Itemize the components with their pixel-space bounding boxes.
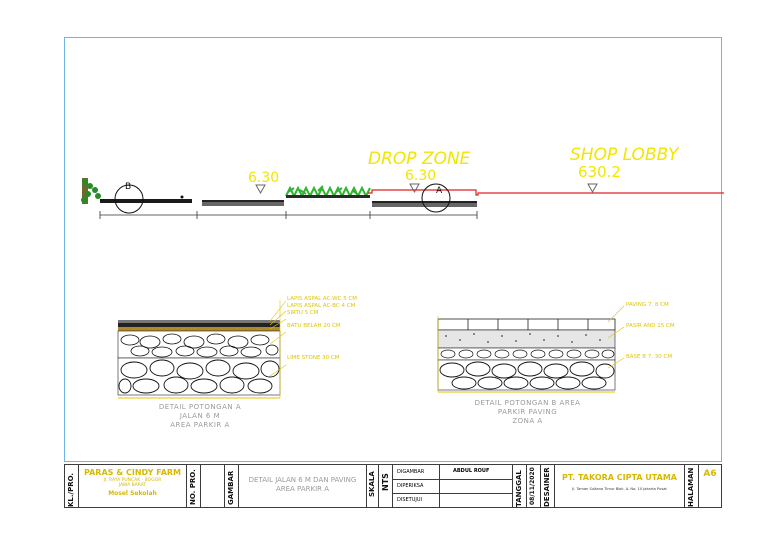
detail-a [117, 300, 287, 399]
owner-name: PARAS & CINDY FARM [83, 468, 182, 477]
digambar-name: ABDUL ROUF [453, 468, 490, 474]
layer-label: LAPIS ASPAL AC-WC 5 CM [287, 296, 358, 302]
elevation-label-3: 630.2 [578, 163, 621, 181]
layer-label: BATU BELAH 20 CM [287, 323, 341, 329]
title-block: KL./PRO. PARAS & CINDY FARM Jl. RAYA PUN… [64, 464, 722, 508]
caption-line: AREA PARKIR A [170, 421, 230, 429]
owner-address: Jl. RAYA PUNCAK - BOGOR [103, 478, 162, 483]
nts-label: NTS [381, 473, 390, 491]
section-marker-a [421, 183, 451, 213]
nts-cell: NTS [379, 465, 393, 507]
skala-cell: SKALA [367, 465, 379, 507]
owner-cell: PARAS & CINDY FARM Jl. RAYA PUNCAK - BOG… [79, 465, 187, 507]
gambar-cell: GAMBAR [225, 465, 239, 507]
detail-a-caption: DETAIL POTONGAN A JALAN 6 M AREA PARKIR … [130, 403, 270, 430]
halaman-cell: HALAMAN [685, 465, 699, 507]
detail-b-caption: DETAIL POTONGAN B AREA PARKIR PAVING ZON… [450, 399, 605, 426]
elevation-triangle-2 [409, 183, 420, 194]
road-strip-3 [372, 201, 477, 207]
elevation-label-1: 6.30 [248, 170, 279, 186]
disetujui-label: DISETUJUI [397, 497, 422, 503]
detail-b-layer-labels: PAVING 7, 8 CM PASIR AND 15 CM BASE B 7,… [626, 302, 675, 361]
caption-line: PARKIR PAVING [497, 408, 558, 416]
drawing-title-cell: DETAIL JALAN 6 M DAN PAVING AREA PARKIR … [239, 465, 367, 507]
elevation-triangle-3 [587, 183, 598, 194]
elevation-label-2: 6.30 [405, 168, 436, 184]
kl-pro-cell: KL./PRO. [65, 465, 79, 507]
drop-zone-label: DROP ZONE [368, 149, 471, 169]
gambar-label: GAMBAR [227, 470, 235, 505]
road-strip-2 [202, 200, 284, 206]
layer-label: LIME STONE 30 CM [287, 355, 340, 361]
caption-line: JALAN 6 M [179, 412, 221, 420]
center-vegetation [285, 185, 371, 199]
page-cell: A6 [699, 465, 721, 507]
digambar-row: DIGAMBAR ABDUL ROUF [393, 465, 512, 480]
kl-pro-label: KL./PRO. [67, 472, 75, 507]
designer-address: Jl. Taman Sultana Timur Blok. A. No. 10 … [572, 487, 667, 491]
layer-label: BASE B 7, 30 CM [626, 354, 673, 360]
marker-a-label: A [436, 186, 443, 196]
page-number: A6 [703, 469, 717, 479]
tanggal-label: TANGGAL [515, 470, 523, 507]
owner-tag: Mosel Sekolah [108, 490, 157, 497]
desainer-cell: DESAINER [541, 465, 555, 507]
diperiksa-row: DIPERIKSA [393, 479, 512, 494]
designer-company: PT. TAKORA CIPTA UTAMA [562, 473, 677, 482]
cross-section: B A 6.30 6.30 630.2 DROP ZONE SHOP LOBBY [81, 145, 724, 219]
date-value: 08/11/2020 [529, 467, 536, 505]
no-pro-cell: NO. PRO. [187, 465, 201, 507]
layer-label: PAVING 7, 8 CM [626, 302, 669, 308]
layer-label: LAPIS ASPAL AC-BC 4 CM [287, 303, 356, 309]
layer-label: SIRTU 5 CM [287, 310, 319, 316]
diperiksa-label: DIPERIKSA [397, 483, 424, 489]
signatures-cell: DIGAMBAR ABDUL ROUF DIPERIKSA DISETUJUI [393, 465, 513, 507]
no-pro-label: NO. PRO. [189, 469, 197, 505]
layer-label: PASIR AND 15 CM [626, 323, 675, 329]
designer-company-cell: PT. TAKORA CIPTA UTAMA Jl. Taman Sultana… [555, 465, 685, 507]
drawing-title-line: AREA PARKIR A [275, 485, 330, 493]
dimension-line [99, 211, 478, 219]
digambar-label: DIGAMBAR [397, 469, 425, 475]
caption-line: DETAIL POTONGAN A [158, 403, 242, 411]
desainer-label: DESAINER [543, 467, 551, 507]
shop-lobby-label: SHOP LOBBY [570, 145, 680, 165]
no-pro-value-cell [201, 465, 225, 507]
date-cell: 08/11/2020 [527, 465, 541, 507]
caption-line: DETAIL POTONGAN B AREA [474, 399, 581, 407]
detail-b [437, 305, 625, 393]
elevation-triangle-1 [255, 184, 266, 195]
disetujui-row: DISETUJUI [393, 493, 512, 507]
drawing-title-line: DETAIL JALAN 6 M DAN PAVING [248, 476, 357, 484]
drawing-frame [64, 37, 722, 462]
owner-region: JAWA BARAT [118, 483, 147, 488]
tanggal-cell: TANGGAL [513, 465, 527, 507]
skala-label: SKALA [368, 471, 376, 497]
halaman-label: HALAMAN [687, 467, 695, 507]
road-strip-1 [100, 199, 192, 203]
caption-line: ZONA A [512, 417, 543, 425]
marker-b-label: B [125, 182, 131, 192]
detail-a-layer-labels: LAPIS ASPAL AC-WC 5 CM LAPIS ASPAL AC-BC… [287, 296, 357, 362]
left-vegetation [81, 178, 101, 204]
site-level-line [368, 189, 724, 196]
section-marker-b [114, 184, 144, 214]
